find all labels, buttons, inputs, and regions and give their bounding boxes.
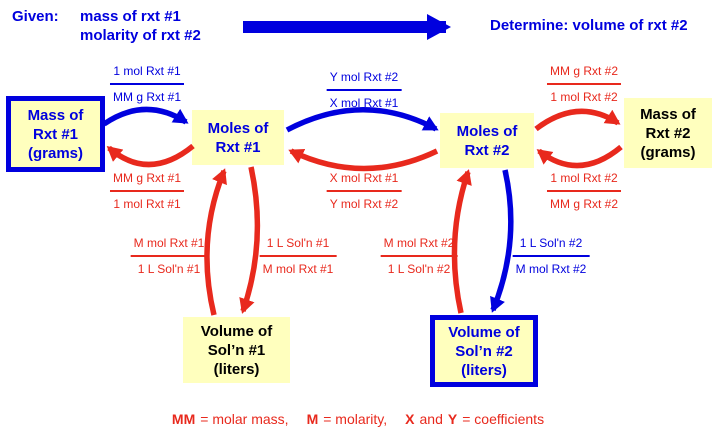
denominator: M mol Rxt #2 — [515, 262, 587, 276]
box-line: Volume of — [200, 322, 273, 340]
fraction-bar — [109, 83, 185, 85]
box-line: Rxt #2 — [645, 124, 691, 142]
arrow-moles1-to-mass1 — [106, 143, 195, 168]
box-vol-soln1: Volume of Sol’n #1 (liters) — [183, 317, 290, 383]
box-line: Volume of — [448, 323, 520, 341]
box-line: (grams) — [640, 143, 696, 161]
denominator: 1 L Sol'n #2 — [387, 262, 451, 276]
legend-xy: X and Y = coefficients — [405, 411, 544, 427]
denominator: X mol Rxt #1 — [329, 96, 399, 110]
factor-moles2-to-moles1: X mol Rxt #1 Y mol Rxt #2 — [326, 171, 402, 211]
box-line: Mass of — [640, 105, 696, 123]
numerator: X mol Rxt #1 — [329, 171, 399, 185]
box-line: Moles of — [456, 122, 518, 140]
fraction-bar — [380, 255, 458, 257]
legend-and-word: and — [419, 411, 443, 427]
numerator: 1 mol Rxt #1 — [113, 64, 181, 78]
legend-mm: MM = molar mass, — [172, 411, 289, 427]
determine-label: Determine: volume of rxt #2 — [490, 17, 688, 34]
arrow-moles1-to-moles2 — [285, 107, 439, 133]
fraction-bar — [546, 83, 622, 85]
box-line: (liters) — [461, 361, 507, 379]
given-line2: molarity of rxt #2 — [80, 27, 201, 44]
legend-x-term: X — [405, 411, 415, 427]
arrow-moles1-to-vol1 — [239, 166, 261, 314]
box-line: Moles of — [207, 119, 269, 137]
box-line: Rxt #2 — [464, 141, 510, 159]
fraction-bar — [546, 190, 622, 192]
legend-m-term: M — [306, 411, 319, 427]
denominator: 1 mol Rxt #1 — [113, 197, 181, 211]
numerator: 1 L Sol'n #2 — [519, 236, 583, 250]
factor-moles1-to-vol1: 1 L Sol'n #1 M mol Rxt #1 — [259, 236, 337, 276]
factor-moles1-to-grams1: MM g Rxt #1 1 mol Rxt #1 — [109, 171, 185, 211]
legend-mm-term: MM — [171, 411, 196, 427]
numerator: 1 L Sol'n #1 — [266, 236, 330, 250]
legend-m: M = molarity, — [307, 411, 388, 427]
arrow-moles2-to-moles1 — [288, 148, 439, 172]
numerator: Y mol Rxt #2 — [329, 70, 399, 84]
numerator: M mol Rxt #1 — [133, 236, 205, 250]
numerator: 1 mol Rxt #2 — [550, 171, 618, 185]
numerator: M mol Rxt #2 — [383, 236, 455, 250]
denominator: 1 L Sol'n #1 — [137, 262, 201, 276]
factor-vol2-to-moles2: M mol Rxt #2 1 L Sol'n #2 — [380, 236, 458, 276]
legend-m-def: = molarity, — [323, 411, 388, 427]
given-label: Given: — [12, 8, 59, 25]
numerator: MM g Rxt #2 — [549, 64, 619, 78]
factor-moles2-to-grams2: MM g Rxt #2 1 mol Rxt #2 — [546, 64, 622, 104]
arrow-vol1-to-moles1 — [204, 168, 227, 316]
fraction-bar — [109, 190, 185, 192]
legend-mm-def: = molar mass, — [200, 411, 289, 427]
legend: MM = molar mass, M = molarity, X and Y =… — [0, 411, 716, 427]
fraction-bar — [259, 255, 337, 257]
denominator: MM g Rxt #2 — [549, 197, 619, 211]
given-line1: mass of rxt #1 — [80, 8, 181, 25]
numerator: MM g Rxt #1 — [112, 171, 182, 185]
arrow-moles2-to-mass2 — [534, 108, 621, 132]
box-line: (liters) — [213, 360, 260, 378]
legend-y-term: Y — [447, 411, 458, 427]
box-line: Sol’n #1 — [207, 341, 266, 359]
box-line: Mass of — [27, 106, 84, 124]
factor-vol1-to-moles1: M mol Rxt #1 1 L Sol'n #1 — [130, 236, 208, 276]
legend-coeff-def: = coefficients — [462, 411, 545, 427]
denominator: 1 mol Rxt #2 — [550, 90, 618, 104]
box-moles-rxt2: Moles of Rxt #2 — [440, 113, 534, 168]
denominator: MM g Rxt #1 — [112, 90, 182, 104]
factor-grams2-to-moles2: 1 mol Rxt #2 MM g Rxt #2 — [546, 171, 622, 211]
fraction-bar — [512, 255, 590, 257]
denominator: Y mol Rxt #2 — [329, 197, 399, 211]
arrow-moles2-to-vol2 — [490, 169, 514, 313]
box-mass-rxt2: Mass of Rxt #2 (grams) — [624, 98, 712, 168]
box-line: Sol’n #2 — [455, 342, 513, 360]
fraction-bar — [130, 255, 208, 257]
box-line: (grams) — [27, 144, 83, 162]
factor-grams1-to-moles1: 1 mol Rxt #1 MM g Rxt #1 — [109, 64, 185, 104]
box-vol-soln2: Volume of Sol’n #2 (liters) — [430, 315, 538, 387]
box-line: Rxt #1 — [215, 138, 261, 156]
fraction-bar — [326, 89, 402, 91]
factor-moles1-to-moles2: Y mol Rxt #2 X mol Rxt #1 — [326, 70, 402, 110]
box-mass-rxt1: Mass of Rxt #1 (grams) — [6, 96, 105, 172]
factor-moles2-to-vol2: 1 L Sol'n #2 M mol Rxt #2 — [512, 236, 590, 276]
fraction-bar — [326, 190, 402, 192]
box-moles-rxt1: Moles of Rxt #1 — [192, 110, 284, 165]
arrow-mass2-to-moles2 — [536, 144, 623, 169]
denominator: M mol Rxt #1 — [262, 262, 334, 276]
box-line: Rxt #1 — [32, 125, 79, 143]
arrow-mass1-to-moles1 — [102, 106, 189, 127]
